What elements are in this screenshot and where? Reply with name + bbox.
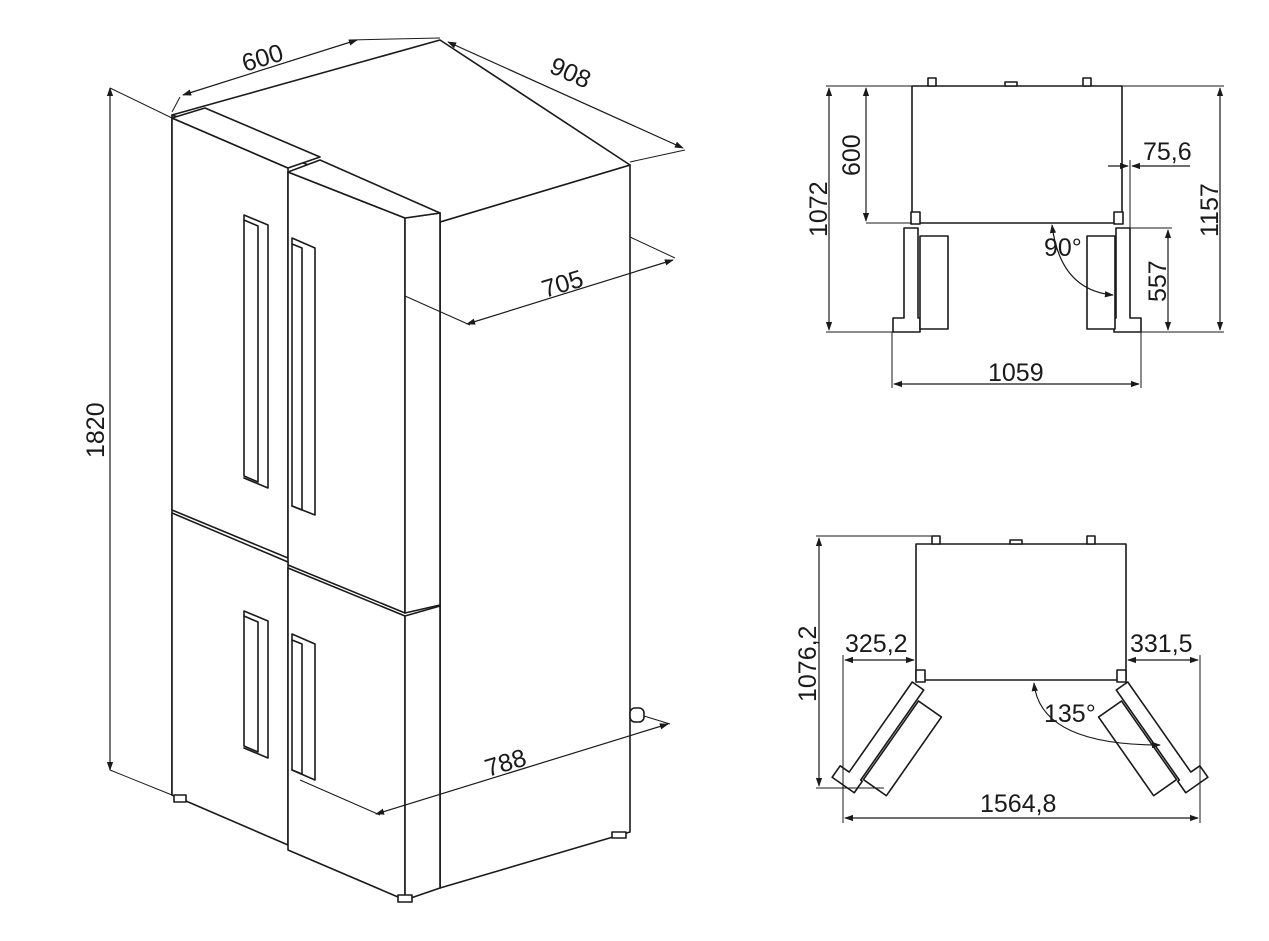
handle-upper-right xyxy=(291,237,316,516)
plan-view-90 xyxy=(825,77,1224,388)
label-width-135: 1564,8 xyxy=(980,790,1056,818)
rear-pipe xyxy=(629,707,645,723)
label-height: 1820 xyxy=(82,402,110,458)
fridge-side-panel xyxy=(439,164,631,889)
door-right-90-shelf xyxy=(1086,235,1116,330)
door-left-90-shelf xyxy=(919,235,949,330)
door-left-90 xyxy=(892,227,921,333)
foot xyxy=(611,831,627,839)
door-lower-right xyxy=(287,567,406,901)
plan-view-135 xyxy=(815,535,1209,823)
iso-dimensions xyxy=(106,37,686,816)
fridge-isometric xyxy=(171,39,645,903)
label-right-135: 331,5 xyxy=(1130,630,1193,658)
label-angle-135: 135° xyxy=(1044,700,1096,728)
label-side-total: 1072 xyxy=(805,181,833,237)
door-left-135 xyxy=(831,681,943,797)
door-right-90 xyxy=(1113,227,1142,333)
door-right-135 xyxy=(1097,681,1209,797)
label-side-135: 1076,2 xyxy=(794,626,822,702)
foot xyxy=(173,794,187,803)
handle-upper-left xyxy=(243,214,269,489)
cabinet-plan-90 xyxy=(911,85,1123,224)
door-upper-right-edge xyxy=(404,212,441,614)
label-angle-90: 90° xyxy=(1044,234,1082,262)
label-depth-total: 908 xyxy=(546,52,596,95)
label-width-90: 1059 xyxy=(988,359,1044,387)
label-hinge-offset: 75,6 xyxy=(1143,138,1192,166)
handle-lower-left xyxy=(243,610,269,759)
label-width: 600 xyxy=(239,39,287,78)
door-upper-left-top xyxy=(171,107,321,169)
label-top-depth: 600 xyxy=(838,134,866,176)
foot xyxy=(397,894,413,903)
handle-lower-right xyxy=(291,633,316,781)
cabinet-plan-135 xyxy=(915,543,1127,681)
door-lower-right-edge xyxy=(404,605,441,901)
label-left-135: 325,2 xyxy=(845,630,908,658)
label-door-width: 557 xyxy=(1144,260,1172,302)
label-side-total2: 1157 xyxy=(1196,183,1224,237)
door-upper-left xyxy=(171,117,289,559)
door-upper-right xyxy=(287,171,406,614)
door-lower-left xyxy=(171,512,289,846)
door-upper-right-top xyxy=(287,159,441,219)
